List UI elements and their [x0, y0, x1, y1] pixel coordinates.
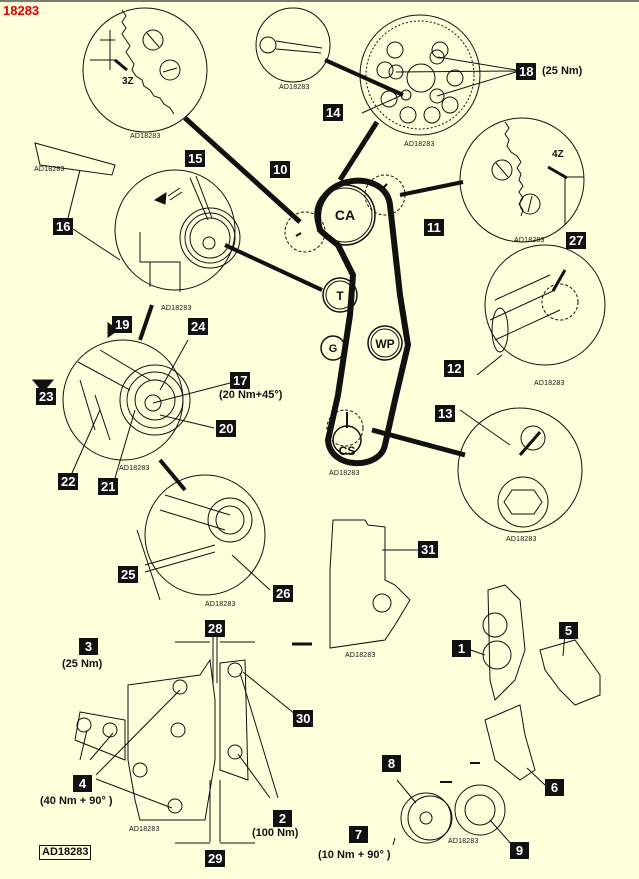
pulley-cs-label: CS	[339, 444, 356, 458]
torque-4: (40 Nm + 90° )	[40, 795, 113, 807]
pulley-g-label: G	[329, 343, 338, 355]
callout-16: 16	[53, 218, 74, 235]
detail-locking-pin	[255, 7, 331, 83]
callout-15: 15	[185, 150, 206, 167]
ad-code: AD18283	[205, 601, 236, 608]
ad-code: AD18283	[345, 652, 376, 659]
callout-23: 23	[36, 388, 57, 405]
detail-tensioner-lock	[62, 339, 191, 461]
camshaft-pulley	[314, 184, 376, 246]
ad-code: AD18283	[279, 84, 310, 91]
timing-belt	[315, 177, 412, 467]
callout-11: 11	[424, 219, 444, 236]
ad-code: AD18283	[506, 536, 537, 543]
callout-10: 10	[270, 161, 291, 178]
callout-27: 27	[566, 232, 587, 249]
mark-3z: 3Z	[122, 76, 134, 87]
figure-id: 18283	[3, 3, 40, 18]
water-pump-pulley	[367, 325, 403, 361]
callout-18: 18	[516, 63, 537, 80]
callout-12: 12	[444, 360, 465, 377]
ad-code: AD18283	[129, 826, 160, 833]
torque-2: (100 Nm)	[252, 827, 299, 839]
ad-code: AD18283	[534, 380, 565, 387]
engine-mount	[74, 628, 255, 844]
callout-21: 21	[98, 478, 119, 495]
detail-cam-mark-3z	[82, 7, 208, 133]
tensioner-bracket	[329, 519, 411, 649]
ad-code: AD18283	[34, 166, 65, 173]
callout-31: 31	[418, 541, 439, 558]
torque-3: (25 Nm)	[62, 658, 103, 670]
reference-box: AD18283	[39, 845, 92, 860]
callout-6: 6	[545, 779, 564, 796]
pulley-ca-label: CA	[335, 207, 355, 223]
callout-2: 2	[273, 810, 292, 827]
detail-crank-lock	[144, 474, 266, 596]
detail-tensioner-adjust	[114, 169, 241, 292]
callout-25: 25	[118, 566, 139, 583]
torque-17: (20 Nm+45°)	[219, 389, 283, 401]
callout-8: 8	[382, 755, 401, 772]
callout-3: 3	[79, 638, 98, 655]
callout-28: 28	[205, 620, 226, 637]
guide-pulley	[320, 335, 346, 361]
callout-22: 22	[58, 473, 79, 490]
callout-30: 30	[293, 710, 314, 727]
callout-19: 19	[112, 316, 133, 333]
detail-tdc-mark	[484, 244, 606, 366]
callout-1: 1	[452, 640, 471, 657]
ad-code: AD18283	[161, 305, 192, 312]
detail-cam-sprocket	[359, 14, 481, 136]
callout-24: 24	[188, 318, 209, 335]
torque-7: (10 Nm + 90° )	[318, 849, 391, 861]
callout-17: 17	[230, 372, 251, 389]
ad-code: AD18283	[514, 237, 545, 244]
callout-4: 4	[73, 775, 92, 792]
pulley-t-label: T	[336, 289, 344, 303]
callout-29: 29	[205, 850, 226, 867]
tensioner-pulley	[322, 277, 358, 313]
ad-code: AD18283	[448, 838, 479, 845]
callout-20: 20	[216, 420, 237, 437]
ad-code: AD18283	[404, 141, 435, 148]
mark-4z: 4Z	[552, 149, 564, 160]
callout-7: 7	[349, 826, 368, 843]
pulley-wp-label: WP	[375, 337, 394, 351]
callout-13: 13	[435, 405, 456, 422]
torque-18: (25 Nm)	[542, 65, 583, 77]
ad-code: AD18283	[130, 133, 161, 140]
callout-5: 5	[559, 622, 578, 639]
ad-code: AD18283	[329, 470, 360, 477]
callout-9: 9	[510, 842, 529, 859]
top-border	[0, 0, 639, 2]
detail-crank-sprocket	[457, 407, 583, 533]
ad-code: AD18283	[119, 465, 150, 472]
callout-26: 26	[273, 585, 294, 602]
detail-cam-mark-4z	[459, 117, 585, 243]
callout-14: 14	[323, 104, 344, 121]
